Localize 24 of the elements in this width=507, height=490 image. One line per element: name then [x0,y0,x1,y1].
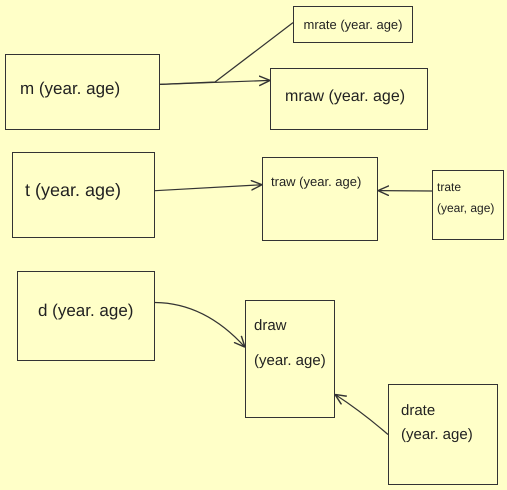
node-label: drate (year. age) [401,401,474,445]
variable-box [17,271,155,361]
arrow [334,394,388,435]
variable-box [432,170,504,240]
arrow [154,302,246,348]
variable-box [293,6,413,43]
variable-box [12,152,155,238]
variable-box [270,68,428,130]
arrow [154,180,263,192]
node-label: d (year. age) [38,300,134,322]
node-label: m (year. age) [20,78,120,100]
variable-box [388,384,498,485]
node-label: trate (year, age) [437,179,496,217]
variable-box [262,157,378,241]
connector-line [160,22,294,85]
node-label: traw (year. age) [271,173,362,191]
variable-box [245,300,335,418]
variable-box [5,54,160,130]
arrow [160,75,271,86]
node-label: t (year. age) [25,179,122,202]
node-label: mrate (year. age) [304,16,402,34]
arrow [377,185,432,196]
node-label: draw (year. age) [254,316,327,370]
node-label: mraw (year. age) [285,87,406,107]
